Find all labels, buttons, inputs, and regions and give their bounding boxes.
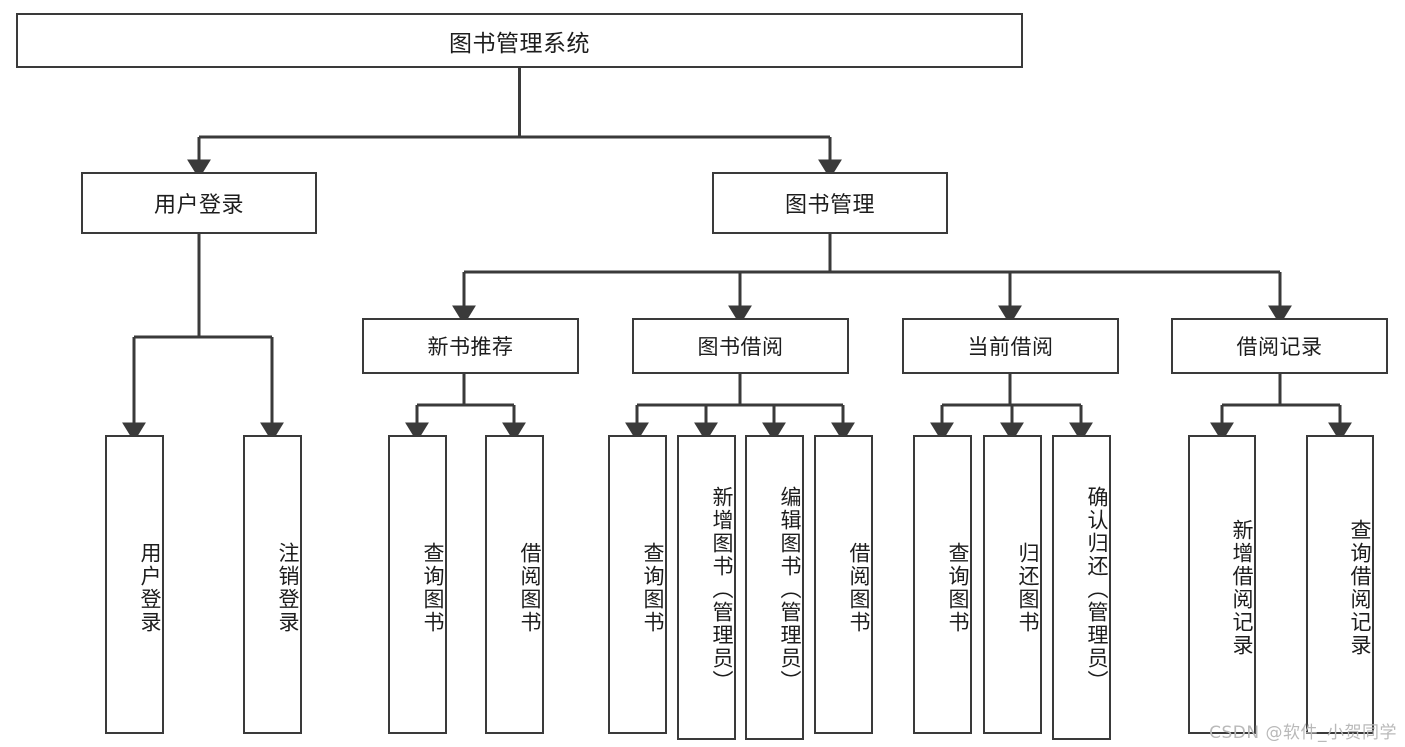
node-borrow-record[interactable]: 借阅记录 <box>1171 318 1388 374</box>
leaf-return-book[interactable]: 归还图书 <box>983 435 1042 734</box>
edge-book-mgmt-to-level3 <box>452 234 1292 325</box>
node-label: 新书推荐 <box>427 335 514 359</box>
edge-current-borrow-to-leaves <box>930 374 1093 442</box>
node-label: 借阅图书 <box>847 541 871 634</box>
node-label: 新增图书（管理员） <box>710 486 734 693</box>
node-label: 图书借阅 <box>697 335 784 359</box>
node-label: 查询图书 <box>641 541 665 634</box>
edge-user-login-to-leaves <box>122 234 284 442</box>
leaf-query-book-current[interactable]: 查询图书 <box>913 435 972 734</box>
node-root-system[interactable]: 图书管理系统 <box>16 13 1023 68</box>
leaf-user-login[interactable]: 用户登录 <box>105 435 164 734</box>
leaf-edit-book-admin[interactable]: 编辑图书（管理员） <box>745 435 804 740</box>
node-label: 查询图书 <box>421 541 445 634</box>
leaf-add-book-admin[interactable]: 新增图书（管理员） <box>677 435 736 740</box>
node-label: 图书管理 <box>784 193 875 218</box>
node-label: 借阅记录 <box>1236 335 1323 359</box>
leaf-query-book-recommend[interactable]: 查询图书 <box>388 435 447 734</box>
leaf-query-book-borrow[interactable]: 查询图书 <box>608 435 667 734</box>
node-label: 用户登录 <box>138 541 162 634</box>
node-label: 归还图书 <box>1016 541 1040 634</box>
edge-root-to-level2 <box>187 68 842 179</box>
node-label: 新增借阅记录 <box>1230 518 1254 657</box>
node-label: 图书管理系统 <box>449 30 590 57</box>
node-label: 确认归还（管理员） <box>1085 486 1109 693</box>
node-label: 当前借阅 <box>967 335 1054 359</box>
node-label: 查询借阅记录 <box>1348 518 1372 657</box>
node-label: 借阅图书 <box>518 541 542 634</box>
edge-book-borrow-to-leaves <box>625 374 855 442</box>
leaf-query-borrow-record[interactable]: 查询借阅记录 <box>1306 435 1374 734</box>
leaf-add-borrow-record[interactable]: 新增借阅记录 <box>1188 435 1256 734</box>
edge-borrow-record-to-leaves <box>1210 374 1352 442</box>
edge-new-book-to-leaves <box>405 374 526 442</box>
node-user-login[interactable]: 用户登录 <box>81 172 317 234</box>
leaf-borrow-book[interactable]: 借阅图书 <box>814 435 873 734</box>
node-label: 编辑图书（管理员） <box>778 486 802 693</box>
node-book-management[interactable]: 图书管理 <box>712 172 948 234</box>
watermark-credit: CSDN @软件_小贺同学 <box>1209 723 1397 743</box>
node-book-borrow[interactable]: 图书借阅 <box>632 318 849 374</box>
node-new-book-recommend[interactable]: 新书推荐 <box>362 318 579 374</box>
node-label: 用户登录 <box>153 193 244 218</box>
node-label: 注销登录 <box>276 541 300 634</box>
leaf-borrow-book-recommend[interactable]: 借阅图书 <box>485 435 544 734</box>
node-label: 查询图书 <box>946 541 970 634</box>
node-current-borrow[interactable]: 当前借阅 <box>902 318 1119 374</box>
leaf-user-logout[interactable]: 注销登录 <box>243 435 302 734</box>
leaf-confirm-return-admin[interactable]: 确认归还（管理员） <box>1052 435 1111 740</box>
